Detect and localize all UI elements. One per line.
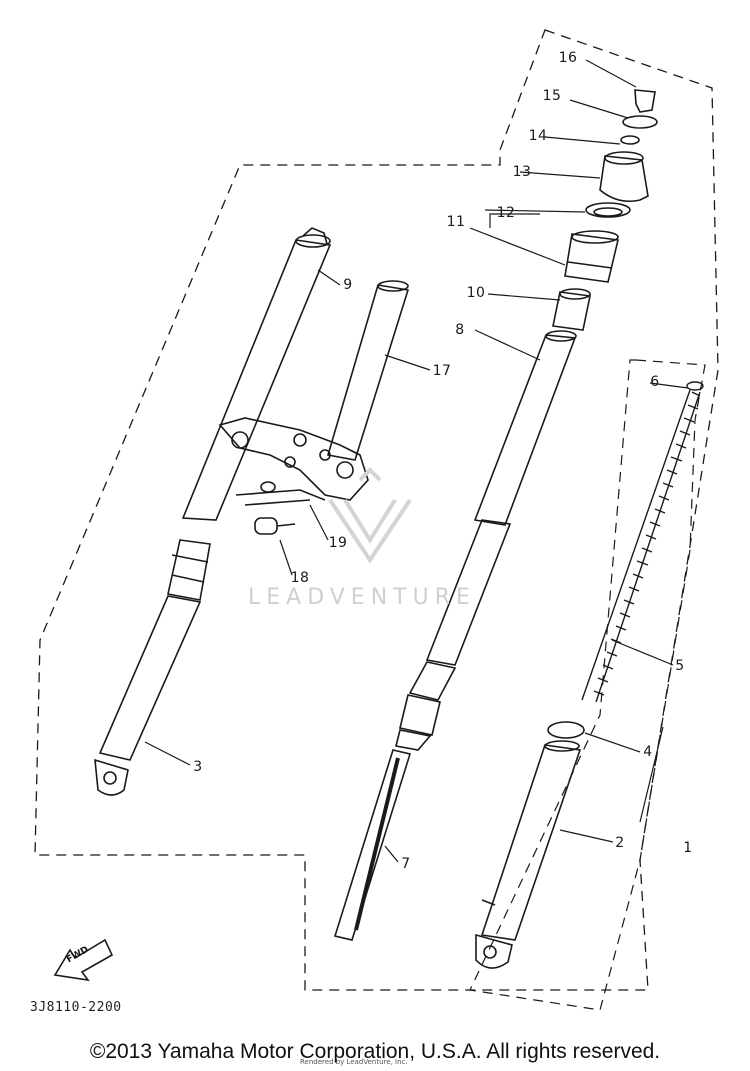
callout-12: 12 bbox=[496, 205, 516, 221]
watermark-text: LEADVENTURE bbox=[248, 585, 476, 610]
callout-6: 6 bbox=[650, 374, 660, 390]
callout-2: 2 bbox=[615, 835, 625, 851]
spring-5 bbox=[581, 381, 704, 703]
callout-1: 1 bbox=[683, 840, 693, 856]
inner-tube-17 bbox=[218, 280, 410, 501]
callout-14: 14 bbox=[528, 128, 548, 144]
ring-4 bbox=[547, 721, 585, 739]
right-fork-tube bbox=[395, 330, 577, 751]
callout-13: 13 bbox=[512, 164, 532, 180]
callout-17: 17 bbox=[432, 363, 452, 379]
leader-lines bbox=[144, 59, 689, 863]
left-fork-tube bbox=[94, 227, 332, 796]
fwd-arrow bbox=[53, 938, 114, 982]
callout-15: 15 bbox=[542, 88, 562, 104]
callout-3: 3 bbox=[193, 759, 203, 775]
group-boundary-inner bbox=[469, 359, 706, 1011]
callout-4: 4 bbox=[643, 744, 653, 760]
lower-slider-2 bbox=[475, 740, 582, 969]
group-boundary-outer bbox=[34, 29, 719, 991]
callout-8: 8 bbox=[455, 322, 465, 338]
damper-rod-7 bbox=[333, 749, 412, 941]
callout-19: 19 bbox=[328, 535, 348, 551]
callout-9: 9 bbox=[343, 277, 353, 293]
watermark-logo bbox=[328, 467, 412, 564]
callout-10: 10 bbox=[466, 285, 486, 301]
render-credit: Rendered by LeadVenture, Inc. bbox=[300, 1058, 408, 1066]
drawing-code: 3J8110-2200 bbox=[30, 1000, 122, 1015]
callout-7: 7 bbox=[401, 856, 411, 872]
callout-16: 16 bbox=[558, 50, 578, 66]
top-stack bbox=[552, 89, 658, 331]
callout-5: 5 bbox=[675, 658, 685, 674]
bolt-parts-18-19 bbox=[235, 481, 326, 535]
callout-11: 11 bbox=[446, 214, 466, 230]
callout-18: 18 bbox=[290, 570, 310, 586]
copyright-text: ©2013 Yamaha Motor Corporation, U.S.A. A… bbox=[89, 1040, 661, 1063]
